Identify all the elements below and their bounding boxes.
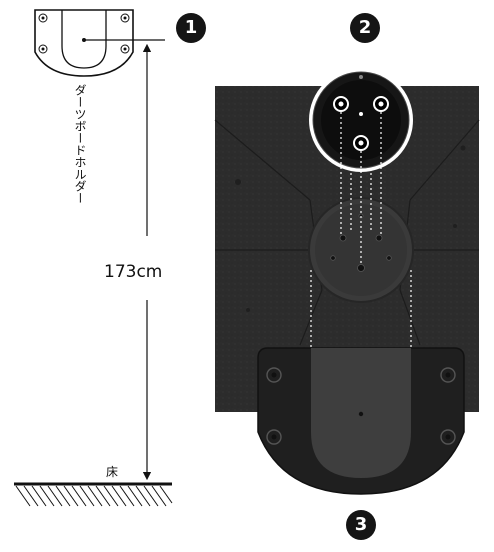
step-number-1: 1 — [176, 13, 206, 43]
step-number-2: 2 — [350, 13, 380, 43]
holder-schematic — [34, 9, 165, 77]
step-number-1-text: 1 — [184, 17, 198, 38]
step-badge-1 — [176, 13, 206, 43]
step-number-3-text: 3 — [354, 514, 368, 535]
floor-hatch — [14, 482, 173, 507]
dartboard-holder — [257, 347, 465, 495]
step-number-2-text: 2 — [358, 17, 372, 38]
step-number-3: 3 — [346, 510, 376, 540]
holder-label: ダーツボードホルダー — [73, 84, 87, 204]
floor-label: 床 — [106, 465, 119, 479]
step-badge-3 — [346, 510, 376, 540]
step-badges — [176, 13, 380, 540]
height-label: 173cm — [104, 262, 163, 282]
bracket-detail — [309, 68, 413, 172]
step-badge-2 — [350, 13, 380, 43]
